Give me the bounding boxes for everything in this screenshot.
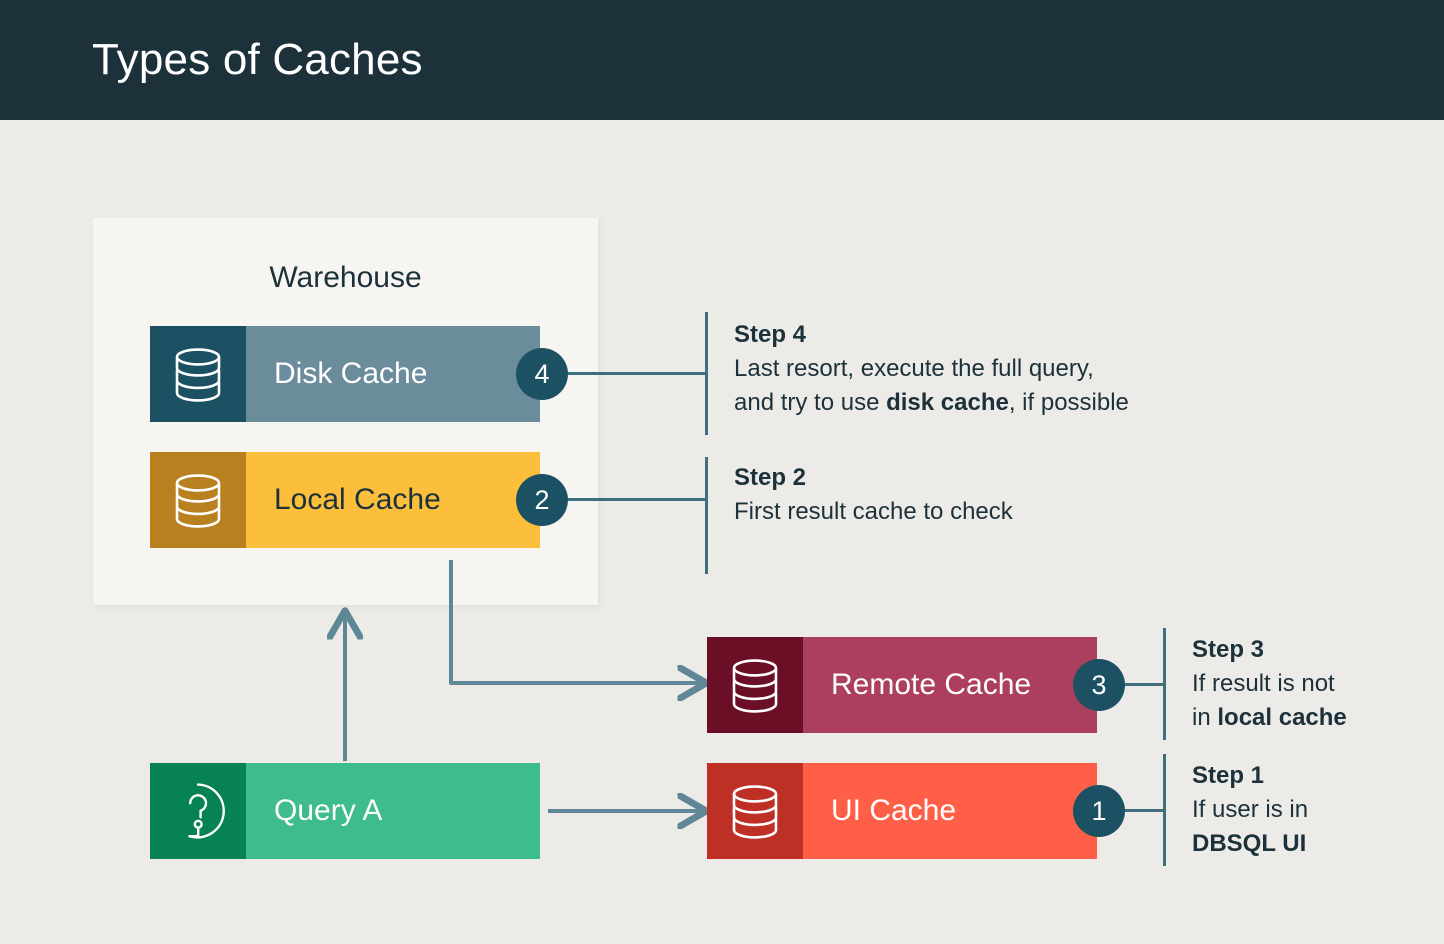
step-4-text-block: Step 4 Last resort, execute the full que…	[734, 318, 1234, 420]
connector-step-3	[1123, 683, 1165, 686]
step-4-line1: Last resort, execute the full query,	[734, 355, 1094, 382]
ui-cache-icon-block	[707, 763, 803, 859]
database-icon	[732, 659, 778, 713]
step-2-text-block: Step 2 First result cache to check	[734, 461, 1234, 529]
step-4-line2: and try to use disk cache, if possible	[734, 386, 1234, 420]
ui-cache-body: UI Cache	[803, 763, 1097, 859]
connector-step-4	[566, 372, 707, 375]
page-title: Types of Caches	[92, 35, 423, 84]
ui-cache-bar[interactable]: UI Cache	[707, 763, 1097, 859]
step-3-line1: If result is not	[1192, 670, 1335, 697]
database-icon	[175, 348, 221, 402]
disk-cache-label: Disk Cache	[274, 357, 428, 390]
step-3-heading: Step 3	[1192, 636, 1265, 663]
step-badge-1[interactable]: 1	[1073, 785, 1125, 837]
disk-cache-bar[interactable]: Disk Cache	[150, 326, 540, 422]
step-4-line2-suffix: , if possible	[1008, 389, 1129, 416]
warehouse-label: Warehouse	[269, 261, 422, 294]
step-1-line2-bold: DBSQL UI	[1192, 830, 1307, 857]
question-mark-circle-icon	[188, 783, 225, 839]
query-a-bar[interactable]: Query A	[150, 763, 540, 859]
diagram-canvas: Warehouse Disk Cache 4	[0, 120, 1444, 944]
step-4-line2-prefix: and try to use	[734, 389, 887, 416]
remote-cache-icon-block	[707, 637, 803, 733]
step-badge-4[interactable]: 4	[516, 348, 568, 400]
database-icon	[732, 785, 778, 839]
step-4-heading: Step 4	[734, 321, 807, 348]
local-cache-label: Local Cache	[274, 483, 441, 516]
step-badge-2[interactable]: 2	[516, 474, 568, 526]
step-3-line2: in local cache	[1192, 701, 1442, 735]
database-icon	[175, 474, 221, 528]
remote-cache-label: Remote Cache	[831, 668, 1032, 701]
step-1-line2: DBSQL UI	[1192, 827, 1442, 861]
step-2-rule	[705, 457, 708, 574]
disk-cache-icon-block	[150, 326, 246, 422]
connector-step-1	[1123, 809, 1165, 812]
local-cache-bar[interactable]: Local Cache	[150, 452, 540, 548]
step-1-heading: Step 1	[1192, 762, 1265, 789]
step-3-line2-bold: local cache	[1217, 704, 1347, 731]
step-2-heading: Step 2	[734, 464, 807, 491]
query-a-body: Query A	[246, 763, 540, 859]
ui-cache-label: UI Cache	[831, 794, 957, 827]
step-3-text-block: Step 3 If result is not in local cache	[1192, 633, 1442, 735]
local-cache-icon-block	[150, 452, 246, 548]
query-a-icon-block	[150, 763, 246, 859]
step-1-text-block: Step 1 If user is in DBSQL UI	[1192, 759, 1442, 861]
page-header: Types of Caches	[0, 0, 1444, 120]
step-4-line2-bold: disk cache	[886, 389, 1009, 416]
disk-cache-body: Disk Cache	[246, 326, 540, 422]
connector-step-2	[566, 498, 707, 501]
step-1-line1: If user is in	[1192, 796, 1309, 823]
remote-cache-body: Remote Cache	[803, 637, 1097, 733]
local-cache-body: Local Cache	[246, 452, 540, 548]
step-3-line2-prefix: in	[1192, 704, 1218, 731]
step-badge-3[interactable]: 3	[1073, 659, 1125, 711]
step-2-line1: First result cache to check	[734, 498, 1013, 525]
query-a-label: Query A	[274, 794, 383, 827]
remote-cache-bar[interactable]: Remote Cache	[707, 637, 1097, 733]
